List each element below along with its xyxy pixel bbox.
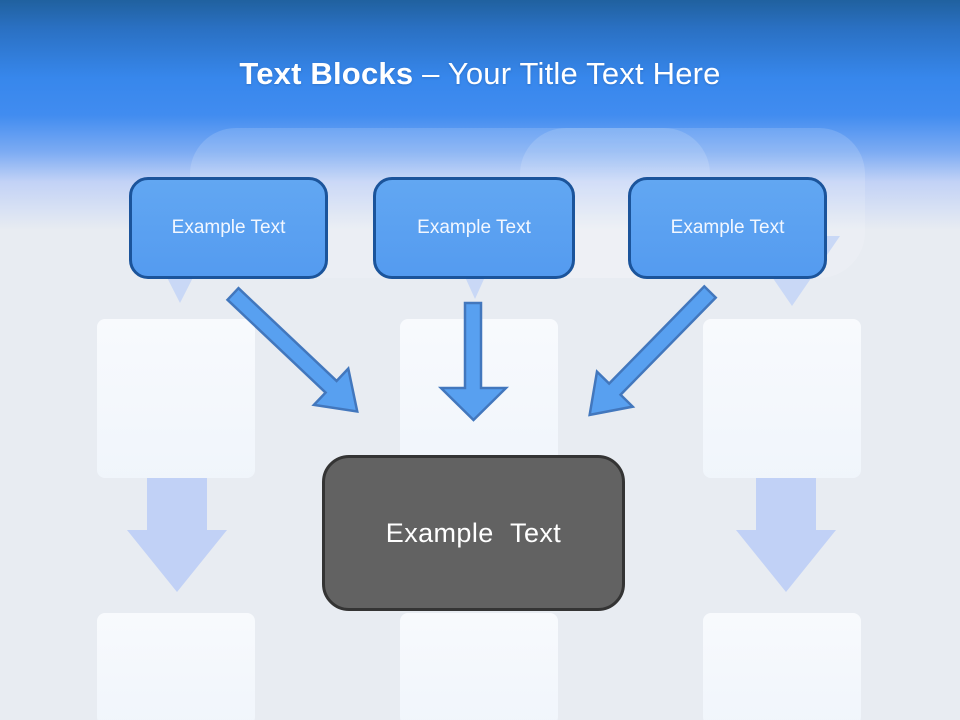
ghost-panel [703,613,861,720]
target-block-label: Example Text [385,517,562,548]
slide-title-bold: Text Blocks [239,56,414,91]
ghost-panel [703,319,861,478]
text-block-2: Example Text [373,177,575,279]
diagonal-arrow-down-right-icon [225,286,359,413]
text-block-1-label: Example Text [171,217,286,238]
text-block-1: Example Text [129,177,328,279]
slide-title-regular: – Your Title Text Here [422,56,721,91]
text-block-3-label: Example Text [670,217,785,238]
ghost-panel [97,613,255,720]
slide-title: Text Blocks – Your Title Text Here [0,54,960,94]
ghost-panel [97,319,255,478]
ghost-down-arrow-icon [736,478,836,592]
diagonal-arrow-down-left-icon [588,284,718,417]
text-block-2-label: Example Text [417,217,531,238]
ghost-panel [400,613,558,720]
ghost-down-arrow-icon [127,478,227,592]
target-block: Example Text [322,455,625,611]
text-block-3: Example Text [628,177,827,279]
straight-arrow-down-icon [437,301,510,422]
